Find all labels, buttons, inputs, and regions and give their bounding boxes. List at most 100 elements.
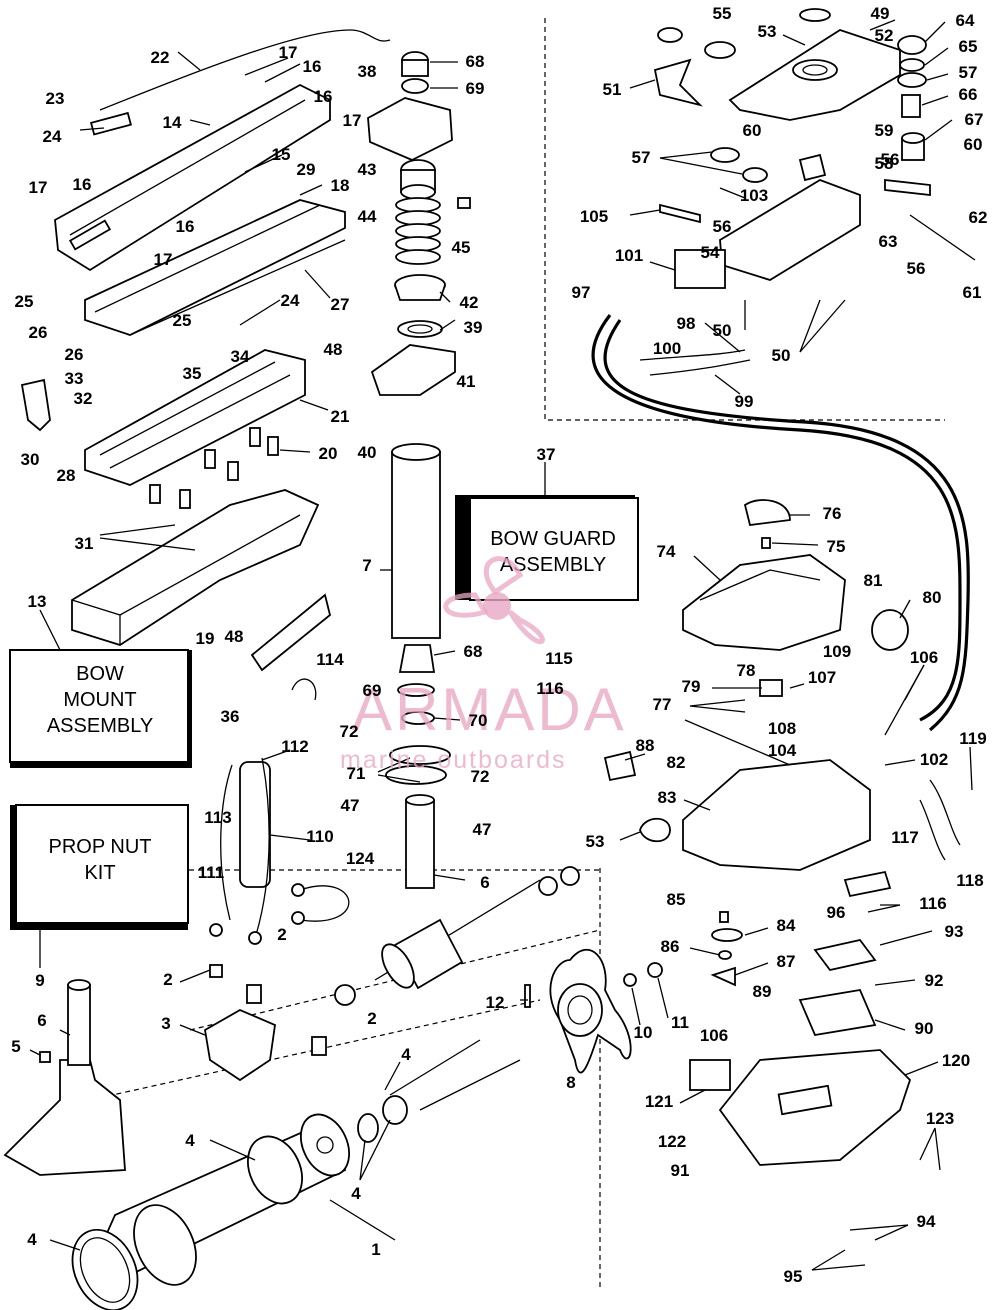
part-callout-72: 72	[340, 722, 359, 741]
part-callout-93: 93	[945, 922, 964, 941]
part-callout-16: 16	[176, 217, 195, 236]
part-callout-64: 64	[956, 11, 975, 30]
part-callout-47: 47	[341, 796, 360, 815]
part-callout-105: 105	[580, 207, 608, 226]
part-callout-37: 37	[537, 445, 556, 464]
column-6-part	[67, 984, 91, 1066]
part-callout-116: 116	[536, 679, 563, 698]
part-callout-34: 34	[231, 347, 250, 366]
motor-head-parts	[653, 8, 976, 289]
board-93-part	[813, 938, 877, 972]
part-callout-72: 72	[471, 767, 490, 786]
part-callout-1: 1	[371, 1240, 380, 1259]
part-callout-94: 94	[917, 1212, 936, 1231]
wiring-parts	[209, 678, 350, 945]
motor-head-group-outline	[544, 18, 945, 421]
part-callout-69: 69	[363, 681, 382, 700]
part-callout-85: 85	[667, 890, 686, 909]
lower-unit-parts	[3, 979, 521, 1310]
part-callout-17: 17	[29, 178, 48, 197]
part-callout-43: 43	[358, 160, 377, 179]
part-callout-48: 48	[225, 627, 244, 646]
clip-45-part	[457, 197, 471, 209]
part-callout-50: 50	[713, 321, 732, 340]
part-callout-7: 7	[362, 556, 371, 575]
part-callout-59: 59	[875, 121, 894, 140]
knob-80-part	[871, 609, 909, 651]
part-callout-101: 101	[615, 246, 643, 265]
part-callout-66: 66	[959, 85, 978, 104]
part-callout-86: 86	[661, 937, 680, 956]
part-callout-63: 63	[879, 232, 898, 251]
part-callout-90: 90	[915, 1019, 934, 1038]
part-callout-80: 80	[923, 588, 942, 607]
part-callout-40: 40	[358, 443, 377, 462]
part-callout-88: 88	[636, 736, 655, 755]
part-callout-62: 62	[969, 208, 988, 227]
part-callout-124: 124	[346, 849, 375, 868]
part-callout-10: 10	[634, 1023, 653, 1042]
part-callout-17: 17	[154, 250, 173, 269]
bow-mount-parts	[20, 29, 391, 672]
bow-mount-label-line3: ASSEMBLY	[47, 715, 153, 737]
part-callout-92: 92	[925, 971, 944, 990]
part-callout-16: 16	[314, 87, 333, 106]
part-callout-2: 2	[163, 970, 172, 989]
part-callout-50: 50	[772, 346, 791, 365]
part-callout-58: 58	[875, 154, 894, 173]
part-callout-78: 78	[737, 661, 756, 680]
part-callout-60: 60	[743, 121, 762, 140]
prop-nut-label-line1: PROP NUT	[49, 836, 152, 858]
part-callout-6: 6	[37, 1011, 46, 1030]
bushing-68-part	[398, 644, 436, 673]
part-callout-14: 14	[163, 113, 182, 132]
part-callout-91: 91	[671, 1161, 690, 1180]
part-callout-68: 68	[464, 642, 483, 661]
part-callout-11: 11	[671, 1013, 689, 1032]
part-callout-16: 16	[303, 57, 322, 76]
bow-guard-box: BOW GUARD ASSEMBLY	[455, 495, 639, 601]
head-base-74-part	[682, 554, 846, 651]
part-callout-27: 27	[331, 295, 350, 314]
bottom-plate-edge-2	[119, 514, 301, 616]
part-callout-87: 87	[777, 952, 796, 971]
part-callout-18: 18	[331, 176, 350, 195]
part-callout-61: 61	[963, 283, 982, 302]
prop-nut-label-line2: KIT	[84, 862, 115, 884]
part-callout-38: 38	[358, 62, 377, 81]
head-base-parts	[603, 499, 909, 871]
part-callout-25: 25	[15, 292, 34, 311]
part-callout-75: 75	[827, 537, 846, 556]
washer-part	[397, 320, 443, 338]
part-callout-69: 69	[466, 79, 485, 98]
part-callout-121: 121	[645, 1092, 673, 1111]
part-callout-98: 98	[677, 314, 696, 333]
part-callout-24: 24	[281, 291, 300, 310]
cover-arm-part	[54, 83, 331, 272]
spring-part	[395, 197, 441, 265]
part-callout-55: 55	[713, 4, 732, 23]
part-callout-56: 56	[881, 150, 900, 169]
part-callout-108: 108	[768, 719, 796, 738]
armada-watermark: ARMADA marine outboards	[340, 556, 627, 774]
part-callout-83: 83	[658, 788, 677, 807]
propeller-parts	[524, 948, 663, 1074]
part-callout-12: 12	[486, 993, 505, 1012]
part-callout-77: 77	[653, 695, 672, 714]
base-83-part	[682, 759, 871, 871]
part-callout-42: 42	[460, 293, 479, 312]
part-callout-111: 111	[198, 863, 225, 882]
part-callout-82: 82	[667, 753, 686, 772]
part-callout-13: 13	[28, 592, 47, 611]
bow-guard-label-line1: BOW GUARD	[490, 528, 616, 550]
watermark-brand: ARMADA	[352, 676, 627, 743]
part-callout-79: 79	[682, 677, 701, 696]
part-callout-71: 71	[347, 764, 366, 783]
cover-arm-detail	[69, 99, 306, 236]
part-callout-16: 16	[73, 175, 92, 194]
part-callout-35: 35	[183, 364, 202, 383]
bow-guard-label-line2: ASSEMBLY	[500, 554, 606, 576]
part-callout-44: 44	[358, 207, 377, 226]
